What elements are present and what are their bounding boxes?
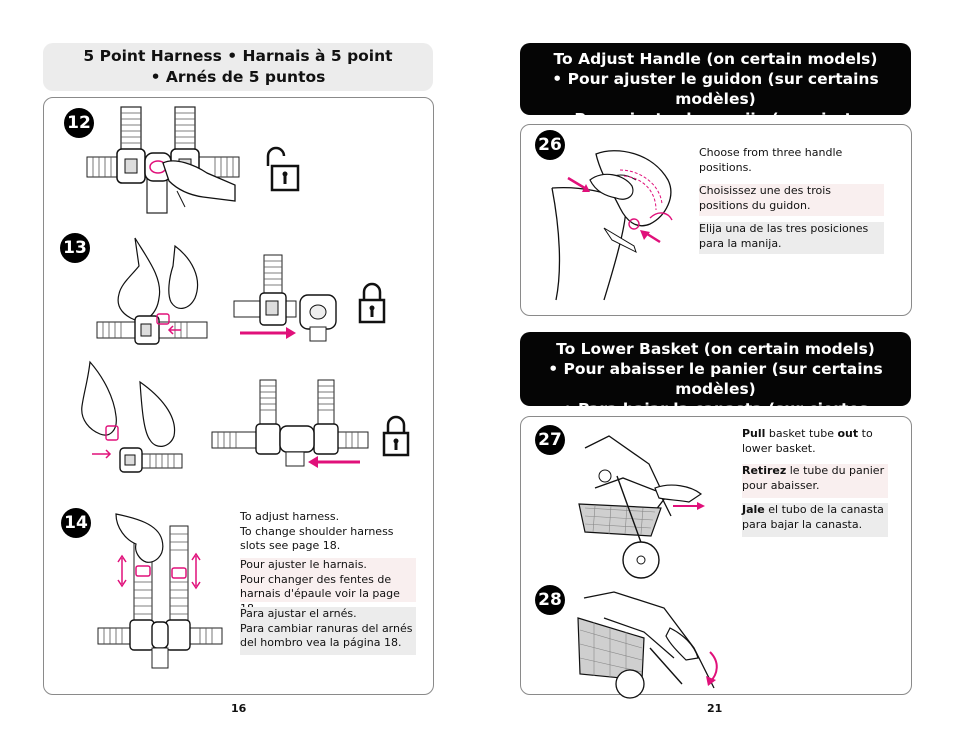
text-line: para bajar la canasta.: [742, 517, 863, 531]
basket-lower-illustration: [578, 435, 705, 579]
hand-icon: [168, 244, 199, 309]
text-bold: out: [837, 427, 859, 440]
handle-text-en: Choose from three handle positions.: [699, 146, 884, 175]
step-28-badge: 28: [535, 585, 565, 615]
text-line: To adjust harness.: [240, 510, 340, 523]
hand-icon: [139, 380, 176, 447]
text-line: positions.: [699, 160, 752, 174]
basket-title-line2: • Pour abaisser le panier (sur certains …: [548, 360, 883, 398]
text-line: Retirez le tube du panier: [742, 464, 888, 479]
step-26-badge: 26: [535, 130, 565, 160]
step14-text-es: Para ajustar el arnés. Para cambiar ranu…: [240, 607, 416, 655]
text-line: Pour ajuster le harnais.: [240, 558, 367, 571]
step14-text-en: To adjust harness. To change shoulder ha…: [240, 510, 416, 554]
hand-icon: [117, 237, 161, 322]
text-line: del hombro vea la página 18.: [240, 636, 402, 649]
text-line: Elija una de las tres posiciones: [699, 222, 869, 235]
text-line: Para cambiar ranuras del arnés: [240, 621, 413, 635]
handle-title-line2: • Pour ajuster le guidon (sur certains m…: [552, 70, 879, 108]
hand-icon: [115, 513, 164, 563]
basket-text-es: Jale el tubo de la canasta para bajar la…: [742, 503, 888, 537]
unlock-icon: [266, 146, 300, 192]
stroller-icon: [583, 591, 715, 689]
handle-header: To Adjust Handle (on certain models) • P…: [520, 43, 911, 148]
text-line: Pull basket tube out to: [742, 427, 888, 442]
handle-adjust-illustration: [551, 150, 673, 301]
harness-title-line2: • Arnés de 5 puntos: [150, 68, 326, 86]
text-span: to: [858, 427, 873, 440]
hand-icon: [654, 484, 703, 503]
basket-text-fr: Retirez le tube du panier pour abaisser.: [742, 464, 888, 498]
hand-icon: [665, 627, 699, 661]
step-27-badge: 27: [535, 425, 565, 455]
text-span: le tube du panier: [786, 464, 885, 477]
text-line: lower basket.: [742, 441, 816, 455]
step14-text-fr: Pour ajuster le harnais. Pour changer de…: [240, 558, 416, 615]
text-line: pour abaisser.: [742, 478, 820, 492]
page-number-left: 16: [231, 702, 247, 715]
handle-panel: [520, 124, 912, 316]
step-13-badge: 13: [60, 233, 90, 263]
text-line: Jale el tubo de la canasta: [742, 503, 888, 518]
lock-icon: [358, 282, 386, 324]
text-span: el tubo de la canasta: [764, 503, 884, 516]
text-line: slots see page 18.: [240, 539, 341, 552]
stroller-icon: [551, 187, 561, 301]
basket-title-line1: To Lower Basket (on certain models): [556, 340, 875, 358]
harness-title-line1: 5 Point Harness • Harnais à 5 point: [83, 47, 393, 65]
text-line: Para ajustar el arnés.: [240, 607, 357, 620]
hand-icon: [589, 173, 634, 200]
handle-title-line1: To Adjust Handle (on certain models): [553, 50, 878, 68]
harness-adjust-illustration: [97, 513, 223, 669]
lock-icon: [382, 415, 410, 457]
basket-text-en: Pull basket tube out to lower basket.: [742, 427, 888, 456]
harness-header: 5 Point Harness • Harnais à 5 point • Ar…: [43, 43, 433, 91]
buckle-insert-illustration-c: [81, 360, 183, 473]
text-line: To change shoulder harness: [240, 524, 394, 538]
stroller-icon: [584, 435, 666, 525]
buckle-insert-illustration-b: [233, 254, 337, 342]
hand-icon: [162, 160, 236, 202]
basket-lowered-illustration: [577, 591, 718, 699]
text-bold: Retirez: [742, 464, 787, 477]
text-line: Choose from three handle: [699, 146, 843, 159]
text-line: para la manija.: [699, 236, 782, 250]
harness-buckle-illustration-12: [86, 106, 240, 214]
basket-header: To Lower Basket (on certain models) • Po…: [520, 332, 911, 438]
text-line: positions du guidon.: [699, 198, 811, 212]
buckle-locked-illustration: [211, 379, 369, 468]
buckle-insert-illustration-a: [96, 237, 208, 345]
text-line: Choisissez une des trois: [699, 184, 832, 197]
text-span: basket tube: [765, 427, 838, 440]
page-number-right: 21: [707, 702, 723, 715]
step-12-badge: 12: [64, 108, 94, 138]
step-14-badge: 14: [61, 508, 91, 538]
text-line: Pour changer des fentes de: [240, 572, 392, 586]
hand-icon: [81, 360, 117, 436]
text-bold: Jale: [742, 503, 765, 516]
arrow-icon: [709, 651, 718, 683]
text-bold: Pull: [742, 427, 766, 440]
handle-text-fr: Choisissez une des trois positions du gu…: [699, 184, 884, 216]
handle-text-es: Elija una de las tres posiciones para la…: [699, 222, 884, 254]
